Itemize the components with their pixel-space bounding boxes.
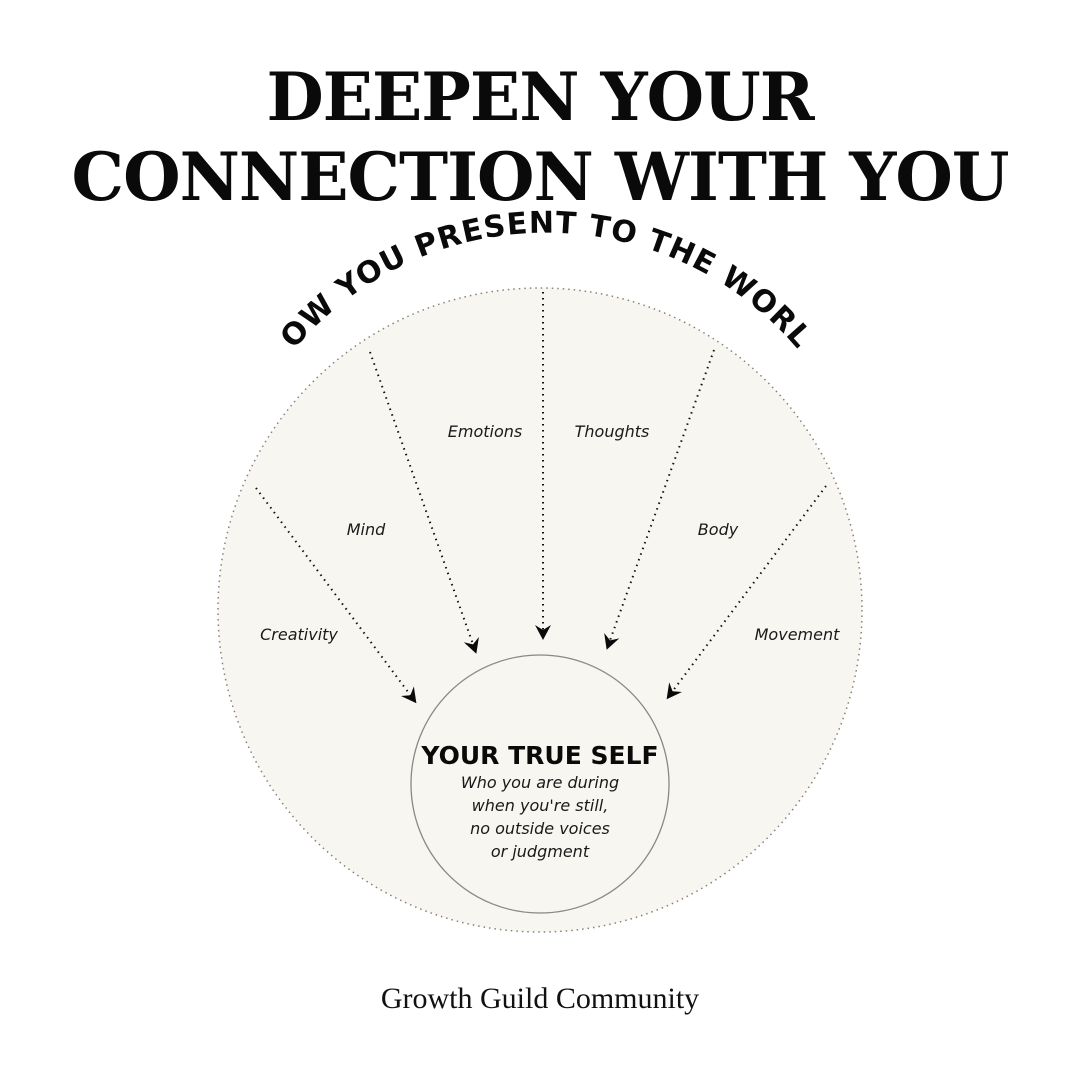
outer-circle-label: HOW YOU PRESENT TO THE WORLD: [0, 0, 819, 355]
outer-circle: [217, 287, 863, 933]
core-description-line-4: or judgment: [491, 842, 590, 861]
core-description-line-1: Who you are during: [461, 773, 619, 792]
arrow-creativity: [255, 487, 417, 704]
outer-circle-label-text: HOW YOU PRESENT TO THE WORLD: [0, 0, 818, 355]
facet-label-movement: Movement: [755, 625, 840, 644]
title-line-2: CONNECTION WITH YOU: [71, 138, 1010, 216]
core-description-line-2: when you're still,: [472, 796, 609, 815]
core-description-line-3: no outside voices: [470, 819, 610, 838]
core-title: YOUR TRUE SELF: [420, 741, 658, 770]
facet-label-body: Body: [698, 520, 739, 539]
footer-brand: Growth Guild Community: [380, 982, 700, 1015]
facet-arrows: [255, 292, 827, 704]
facet-label-mind: Mind: [347, 520, 386, 539]
arrow-thoughts: [604, 349, 715, 650]
inner-circle: [410, 654, 670, 914]
facet-label-thoughts: Thoughts: [575, 422, 650, 441]
title-line-1: DEEPEN YOUR: [266, 58, 814, 136]
facet-label-emotions: Emotions: [448, 422, 522, 441]
facet-labels: Creativity Mind Emotions Thoughts Body M…: [260, 422, 840, 644]
facet-label-creativity: Creativity: [260, 625, 338, 644]
